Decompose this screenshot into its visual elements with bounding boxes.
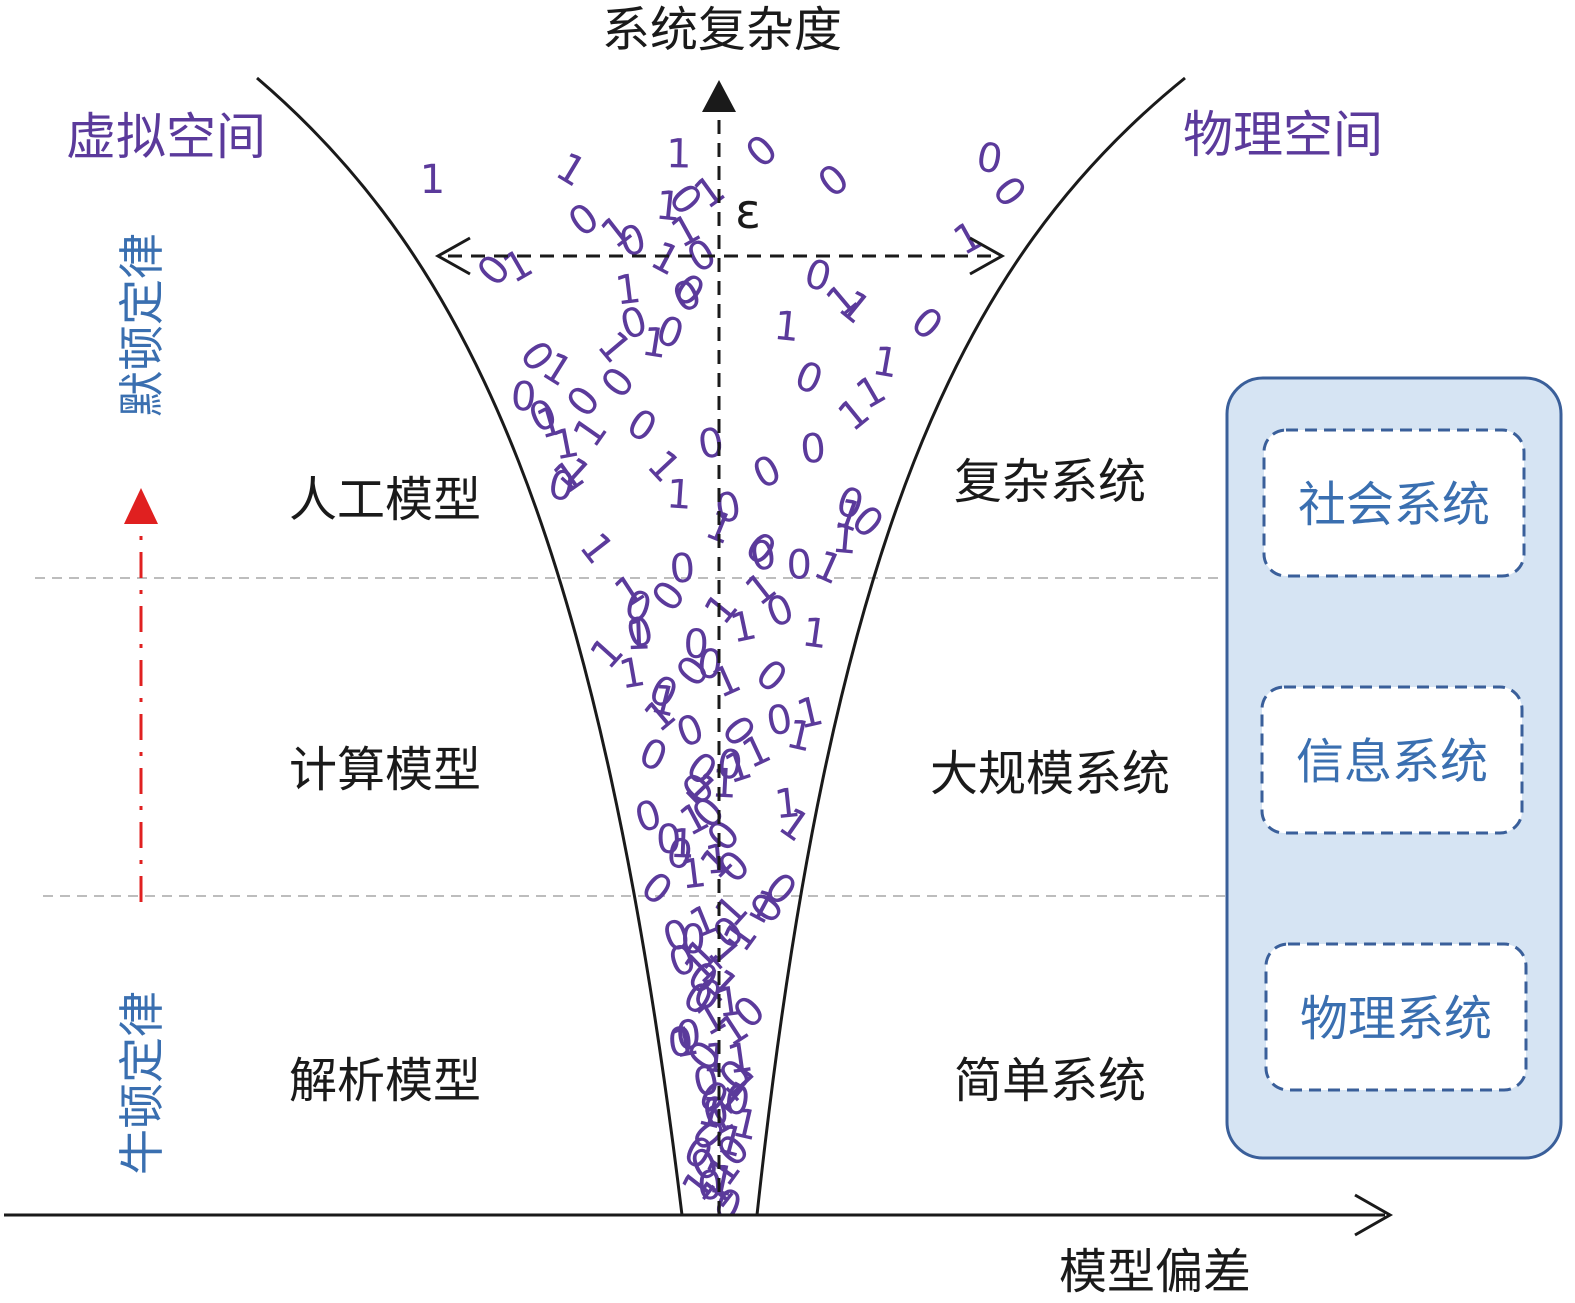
binary-digit: 0	[737, 126, 787, 177]
model-label-analytical: 解析模型	[289, 1053, 481, 1109]
binary-digit: 1	[772, 780, 802, 828]
binary-digit: 1	[669, 821, 696, 868]
binary-digit: 0	[683, 621, 709, 667]
x-axis-label: 模型偏差	[1059, 1244, 1251, 1300]
binary-digit: 0	[655, 816, 682, 863]
binary-digit: 0	[810, 155, 858, 207]
binary-digit: 0	[614, 216, 651, 267]
system-label-simple: 简单系统	[954, 1053, 1146, 1109]
virtual-space-label: 虚拟空间	[66, 108, 266, 166]
binary-digit: 1	[613, 266, 644, 315]
system-label-large-scale: 大规模系统	[930, 746, 1170, 802]
binary-digit: 1	[706, 655, 748, 707]
binary-digit: 1	[799, 609, 831, 658]
model-label-computational: 计算模型	[289, 742, 481, 798]
y-axis-label: 系统复杂度	[602, 2, 842, 58]
binary-digit: 1	[420, 157, 445, 203]
epsilon-arrow-right-head	[969, 236, 1006, 276]
complexity-axis-arrowhead	[702, 80, 736, 112]
binary-digit: 0	[695, 419, 727, 468]
information-system-label: 信息系统	[1296, 734, 1488, 790]
epsilon-arrow-left-head	[434, 236, 471, 276]
binary-digit: 0	[760, 585, 800, 637]
binary-digit: 1	[678, 850, 709, 899]
binary-digit: 0	[786, 543, 811, 589]
binary-digit: 0	[721, 1076, 753, 1125]
physical-system-box	[1264, 942, 1528, 1092]
newton-law-label: 牛顿定律	[115, 991, 169, 1175]
binary-digit: 0	[668, 545, 697, 593]
binary-digit: 1	[710, 760, 738, 807]
binary-digit: 1	[653, 182, 683, 230]
binary-digit: 1	[665, 471, 694, 519]
merton-law-label: 默顿定律	[115, 233, 169, 417]
binary-digit: 1	[807, 542, 849, 594]
binary-digit: 0	[680, 917, 705, 963]
binary-digit: 0	[632, 729, 673, 781]
binary-digit: 0	[619, 400, 665, 452]
social-system-box	[1262, 428, 1526, 578]
binary-digit: 0	[973, 134, 1006, 184]
binary-digit: 1	[830, 516, 859, 564]
binary-digit: 0	[509, 373, 538, 421]
system-label-complex: 复杂系统	[954, 454, 1146, 510]
binary-digit: 0	[798, 425, 827, 473]
binary-digit: 1	[701, 1035, 730, 1083]
epsilon-label: ε	[735, 184, 761, 240]
binary-digit: 0	[666, 1019, 695, 1067]
binary-digit: 0	[902, 298, 951, 350]
information-system-box	[1260, 685, 1524, 835]
binary-digit: 1	[570, 525, 622, 573]
binary-digit: 1	[625, 612, 652, 659]
binary-digit: 1	[548, 144, 594, 197]
model-deviation-axis-arrowhead	[1354, 1193, 1394, 1237]
social-system-label: 社会系统	[1298, 477, 1490, 533]
binary-digit: 1	[724, 1034, 756, 1083]
binary-digit: 0	[788, 352, 829, 404]
funnel-left-curve	[256, 76, 684, 1216]
binary-digit: 0	[746, 446, 789, 499]
binary-digit: 0	[674, 1012, 703, 1060]
physical-space-label: 物理空间	[1183, 106, 1383, 164]
red-progress-arrowhead	[124, 488, 158, 524]
binary-digit: 1	[772, 303, 802, 351]
model-label-artificial: 人工模型	[289, 472, 481, 528]
binary-digit: 1	[666, 131, 692, 177]
binary-digit: 1	[726, 602, 760, 652]
binary-digit: 0	[747, 651, 796, 703]
physical-system-label: 物理系统	[1300, 991, 1492, 1047]
funnel-right-curve	[755, 76, 1186, 1216]
